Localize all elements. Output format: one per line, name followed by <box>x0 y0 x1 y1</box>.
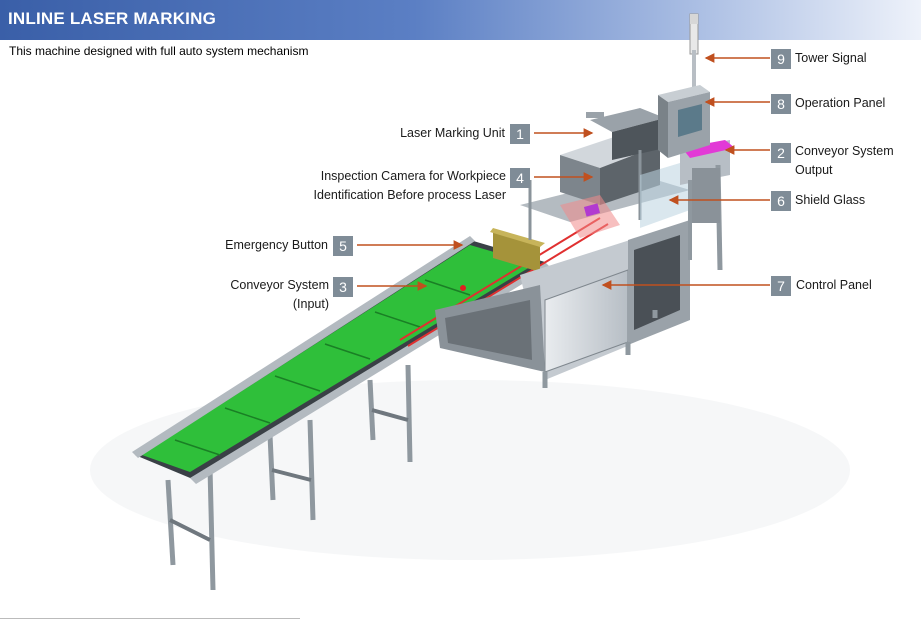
callout-number-1: 1 <box>510 124 530 144</box>
callout-4-line2: Identification Before process Laser <box>313 188 506 202</box>
callout-3-line1: Conveyor System <box>230 278 329 292</box>
conveyor-output <box>680 140 735 271</box>
bottom-divider <box>0 618 300 619</box>
callout-4-line1: Inspection Camera for Workpiece <box>320 169 506 183</box>
callout-arrows <box>357 53 770 291</box>
callout-number-3: 3 <box>333 277 353 297</box>
page-title: INLINE LASER MARKING <box>8 9 216 28</box>
callout-label-laser-marking-unit: Laser Marking Unit <box>400 126 505 140</box>
callout-label-inspection-camera: Inspection Camera for Workpiece Identifi… <box>280 167 506 205</box>
callout-label-conveyor-input: Conveyor System (Input) <box>200 276 329 314</box>
callout-number-5: 5 <box>333 236 353 256</box>
callout-2-line1: Conveyor System <box>795 144 894 158</box>
callout-3-line2: (Input) <box>292 297 329 311</box>
shield-glass <box>640 160 690 228</box>
callout-label-conveyor-output: Conveyor System Output <box>795 142 894 180</box>
sensor-bracket <box>490 228 545 272</box>
callout-number-2: 2 <box>771 143 791 163</box>
operation-panel <box>658 13 710 158</box>
callout-number-6: 6 <box>771 191 791 211</box>
callout-number-7: 7 <box>771 276 791 296</box>
callout-2-line2: Output <box>795 163 833 177</box>
header-bar: INLINE LASER MARKING <box>0 0 921 40</box>
callout-label-tower-signal: Tower Signal <box>795 51 867 65</box>
callout-label-emergency-button: Emergency Button <box>225 238 328 252</box>
callout-number-9: 9 <box>771 49 791 69</box>
callout-number-4: 4 <box>510 168 530 188</box>
callout-number-8: 8 <box>771 94 791 114</box>
callout-label-control-panel: Control Panel <box>796 278 872 292</box>
callout-label-shield-glass: Shield Glass <box>795 193 866 207</box>
subtitle: This machine designed with full auto sys… <box>9 44 309 58</box>
conveyor-legs <box>165 364 413 591</box>
callout-label-operation-panel: Operation Panel <box>795 96 886 110</box>
